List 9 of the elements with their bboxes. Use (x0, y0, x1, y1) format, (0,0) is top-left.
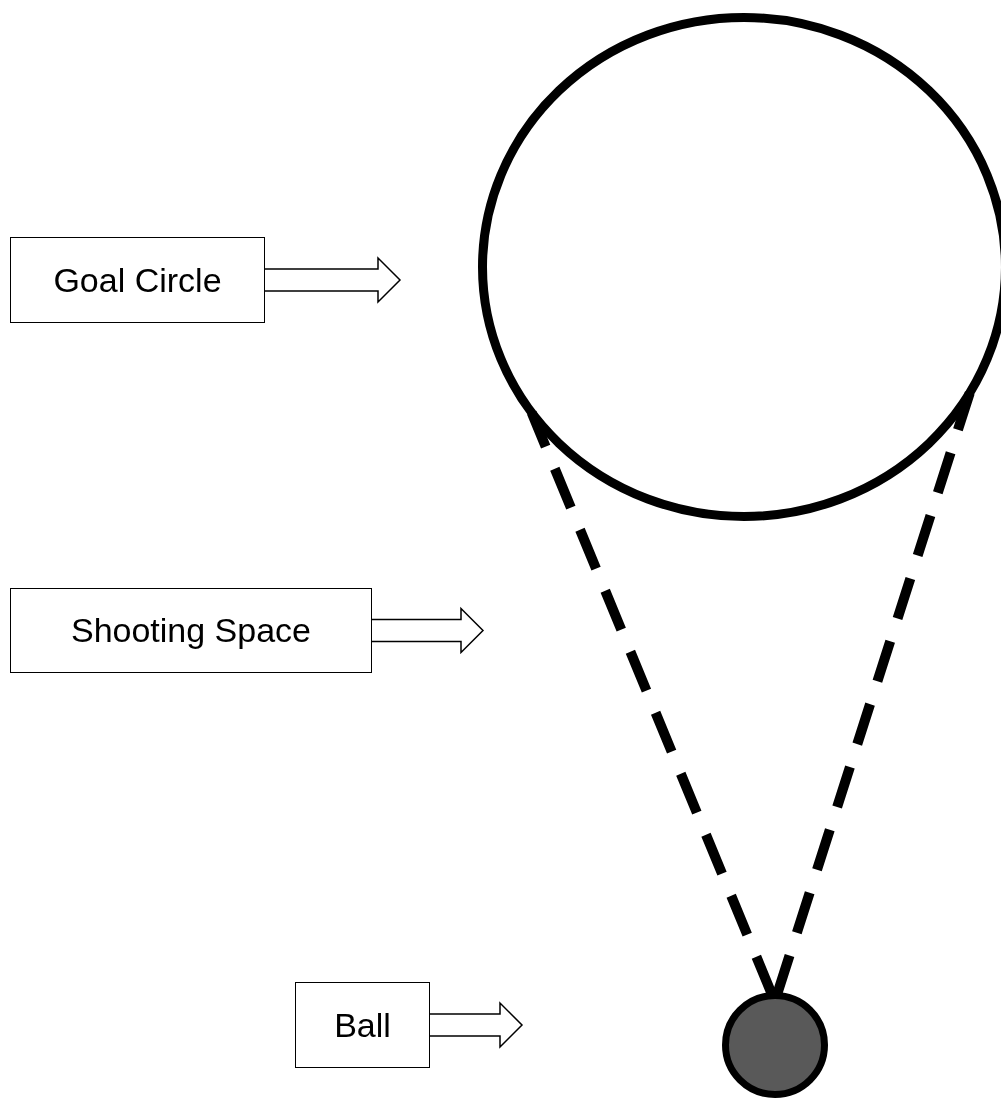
label-box (10, 237, 265, 323)
block-arrow (264, 256, 402, 304)
label-text: Shooting Space (70, 611, 312, 650)
label-text: Goal Circle (53, 260, 222, 300)
label-text: Ball (334, 1005, 391, 1045)
block-arrow (371, 606, 485, 655)
block-arrow (429, 1001, 524, 1049)
label-box (295, 982, 430, 1068)
label-box (10, 588, 372, 673)
